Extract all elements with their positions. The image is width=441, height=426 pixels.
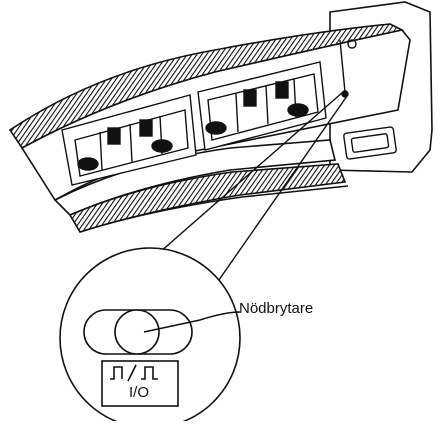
magnified-detail: [59, 247, 241, 426]
air-filter-left: [61, 94, 197, 186]
air-filter-right: [197, 61, 327, 151]
switch-symbol-label: I/O: [128, 384, 149, 401]
side-panel-details: [339, 39, 397, 160]
emergency-switch-label: Nödbrytare: [239, 300, 314, 317]
